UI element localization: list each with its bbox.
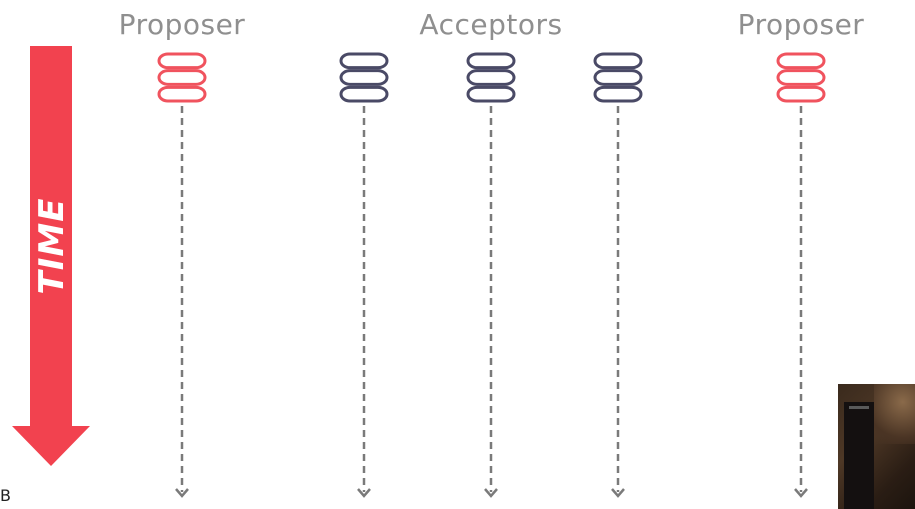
arrow-down-icon [794, 488, 808, 498]
corner-character: B [0, 486, 11, 505]
arrow-down-icon [357, 488, 371, 498]
database-icon [339, 52, 389, 103]
proposer-node [157, 52, 207, 498]
acceptor-node [339, 52, 389, 498]
time-label: TIME [32, 197, 72, 295]
proposer-left-label: Proposer [118, 8, 246, 41]
database-icon [466, 52, 516, 103]
nodes-layer [157, 52, 826, 498]
time-arrow [12, 46, 90, 466]
arrow-down-icon [175, 488, 189, 498]
speaker-video-thumbnail [838, 384, 915, 509]
proposer-right-label: Proposer [737, 8, 865, 41]
database-icon [776, 52, 826, 103]
database-icon [157, 52, 207, 103]
database-icon [593, 52, 643, 103]
acceptor-node [466, 52, 516, 498]
proposer-node [776, 52, 826, 498]
acceptors-label: Acceptors [419, 8, 563, 41]
acceptor-node [593, 52, 643, 498]
arrow-down-icon [484, 488, 498, 498]
arrow-down-icon [611, 488, 625, 498]
